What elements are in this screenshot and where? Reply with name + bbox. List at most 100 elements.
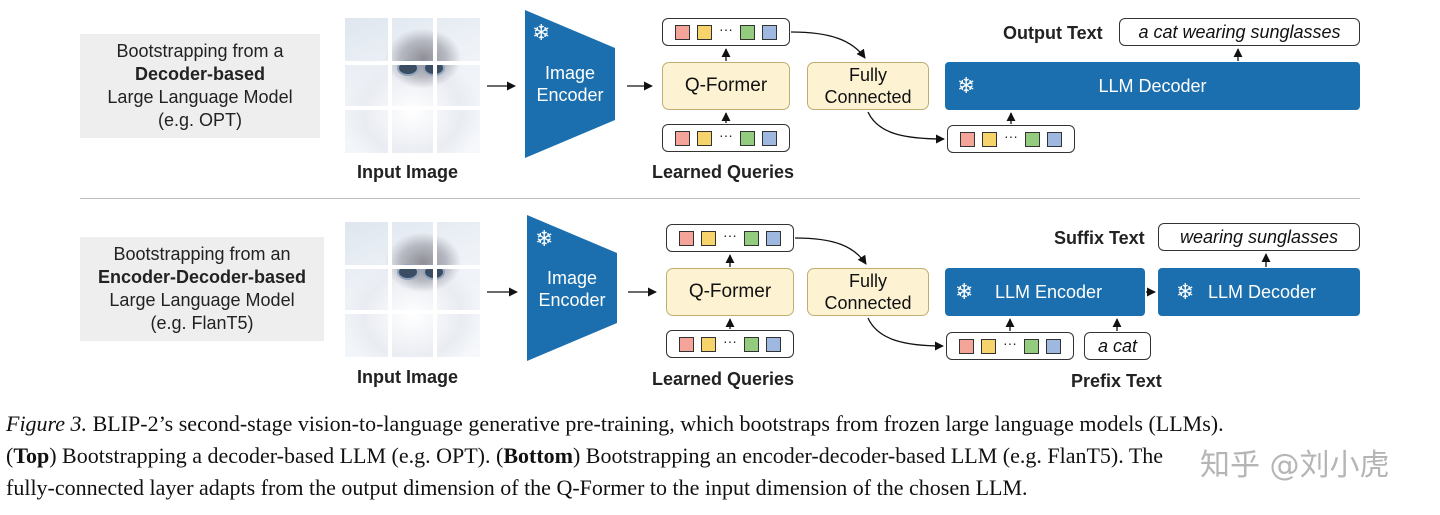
bottom-description-box: Bootstrapping from an Encoder-Decoder-ba… bbox=[80, 237, 324, 341]
bottom-encoder-snowflake-icon: ❄ bbox=[535, 226, 554, 251]
bottom-input-image-label: Input Image bbox=[357, 367, 459, 387]
bottom-prefix-text-value: a cat bbox=[1097, 335, 1138, 356]
bottom-llm-decoder-label: LLM Decoder bbox=[1208, 282, 1317, 302]
top-llm-decoder-label: LLM Decoder bbox=[1098, 76, 1207, 96]
token bbox=[744, 336, 760, 352]
caption-line3: fully-connected layer adapts from the ou… bbox=[6, 475, 1028, 500]
top-qformer-box: Q-Former bbox=[662, 62, 790, 110]
token bbox=[696, 24, 712, 40]
top-description-line1: Bootstrapping from a bbox=[116, 41, 284, 61]
top-llm-decoder-snowflake-icon: ❄ bbox=[957, 73, 976, 98]
token bbox=[674, 24, 690, 40]
bottom-prefix-text-box: a cat bbox=[1084, 332, 1151, 360]
top-encoder-line1: Image bbox=[544, 63, 596, 83]
top-qformer-label: Q-Former bbox=[684, 75, 768, 96]
arrow bbox=[867, 111, 945, 144]
top-fc-line1: Fully bbox=[848, 65, 887, 85]
caption-text: ( bbox=[6, 443, 14, 468]
top-prefix-tokens: ··· bbox=[947, 125, 1075, 153]
bottom-prefix-tokens: ··· bbox=[946, 332, 1074, 360]
bottom-image-encoder-label: Image Encoder bbox=[527, 267, 617, 311]
top-description-line4: (e.g. OPT) bbox=[157, 110, 242, 130]
token bbox=[959, 131, 975, 147]
caption-line1-text: BLIP-2’s second-stage vision-to-language… bbox=[87, 411, 1224, 436]
top-input-image-label: Input Image bbox=[357, 162, 459, 182]
top-fc-line2: Connected bbox=[824, 87, 912, 107]
caption-top-bold: Top bbox=[13, 443, 50, 468]
bottom-description-line4: (e.g. FlanT5) bbox=[150, 313, 254, 333]
token-dots: ··· bbox=[718, 21, 733, 37]
bottom-fc-line2: Connected bbox=[824, 293, 912, 313]
token bbox=[700, 336, 716, 352]
bottom-qformer-box: Q-Former bbox=[666, 268, 794, 316]
watermark: 知乎 @刘小虎 bbox=[1200, 448, 1390, 483]
caption-line1: Figure 3. BLIP-2’s second-stage vision-t… bbox=[6, 408, 1436, 440]
bottom-learned-queries-label: Learned Queries bbox=[652, 369, 795, 389]
top-llm-decoder-box: ❄ LLM Decoder bbox=[945, 62, 1360, 110]
token bbox=[1025, 131, 1041, 147]
caption-text: ) Bootstrapping a decoder-based LLM (e.g… bbox=[49, 443, 504, 468]
token bbox=[674, 130, 690, 146]
token bbox=[762, 130, 778, 146]
bottom-encoder-line2: Encoder bbox=[538, 290, 606, 310]
top-encoder-snowflake-icon: ❄ bbox=[532, 20, 551, 45]
token-dots: ··· bbox=[718, 127, 733, 143]
panel-divider bbox=[80, 198, 1360, 199]
token bbox=[678, 230, 694, 246]
token bbox=[1047, 131, 1063, 147]
bottom-llm-decoder-snowflake-icon: ❄ bbox=[1176, 279, 1195, 304]
token bbox=[980, 338, 996, 354]
token bbox=[766, 336, 782, 352]
arrow bbox=[794, 237, 867, 265]
token bbox=[1046, 338, 1062, 354]
top-image-encoder-label: Image Encoder bbox=[525, 62, 615, 106]
token bbox=[696, 130, 712, 146]
figure-caption: Figure 3. BLIP-2’s second-stage vision-t… bbox=[6, 408, 1436, 504]
bottom-qformer-label: Q-Former bbox=[688, 281, 772, 302]
bottom-llm-decoder-box: ❄ LLM Decoder bbox=[1158, 268, 1360, 316]
top-qformer-output-tokens: ··· bbox=[662, 18, 790, 46]
token-dots: ··· bbox=[1002, 335, 1017, 351]
bottom-suffix-text-box: wearing sunglasses bbox=[1158, 223, 1360, 251]
top-output-text-label: Output Text bbox=[1003, 23, 1103, 43]
top-learned-queries-label: Learned Queries bbox=[652, 162, 795, 182]
top-description-box: Bootstrapping from a Decoder-based Large… bbox=[80, 34, 320, 138]
bottom-llm-encoder-box: ❄ LLM Encoder bbox=[945, 268, 1145, 316]
token bbox=[766, 230, 782, 246]
caption-text: ) Bootstrapping an encoder-decoder-based… bbox=[572, 443, 1164, 468]
top-encoder-line2: Encoder bbox=[536, 85, 604, 105]
token bbox=[744, 230, 760, 246]
token bbox=[958, 338, 974, 354]
bottom-learned-query-tokens: ··· bbox=[666, 330, 794, 358]
token-dots: ··· bbox=[722, 227, 737, 243]
caption-fig-label: Figure 3. bbox=[6, 411, 88, 436]
caption-line2: (Top) Bootstrapping a decoder-based LLM … bbox=[6, 440, 1436, 472]
bottom-llm-encoder-label: LLM Encoder bbox=[995, 282, 1103, 302]
caption-bottom-bold: Bottom bbox=[503, 443, 573, 468]
token bbox=[700, 230, 716, 246]
bottom-image-encoder-shape bbox=[527, 215, 617, 361]
token bbox=[981, 131, 997, 147]
bottom-input-image bbox=[345, 222, 480, 357]
arrow bbox=[790, 31, 866, 59]
top-output-text-box: a cat wearing sunglasses bbox=[1119, 18, 1360, 46]
bottom-encoder-line1: Image bbox=[546, 268, 598, 288]
bottom-description-bold: Encoder-Decoder-based bbox=[97, 267, 307, 287]
top-output-text-value: a cat wearing sunglasses bbox=[1138, 21, 1341, 42]
top-image-encoder-shape bbox=[525, 10, 615, 158]
top-description-line3: Large Language Model bbox=[107, 87, 293, 107]
arrow bbox=[867, 317, 944, 351]
token-dots: ··· bbox=[1003, 128, 1018, 144]
token bbox=[740, 130, 756, 146]
bottom-suffix-text-label: Suffix Text bbox=[1054, 228, 1145, 248]
token bbox=[762, 24, 778, 40]
bottom-prefix-text-label: Prefix Text bbox=[1071, 371, 1162, 391]
top-input-image bbox=[345, 18, 480, 153]
token bbox=[678, 336, 694, 352]
bottom-description-line1: Bootstrapping from an bbox=[113, 244, 291, 264]
bottom-qformer-output-tokens: ··· bbox=[666, 224, 794, 252]
top-fully-connected-box: Fully Connected bbox=[807, 62, 929, 110]
token-dots: ··· bbox=[722, 333, 737, 349]
top-description-bold: Decoder-based bbox=[134, 64, 266, 84]
bottom-fc-line1: Fully bbox=[848, 271, 887, 291]
